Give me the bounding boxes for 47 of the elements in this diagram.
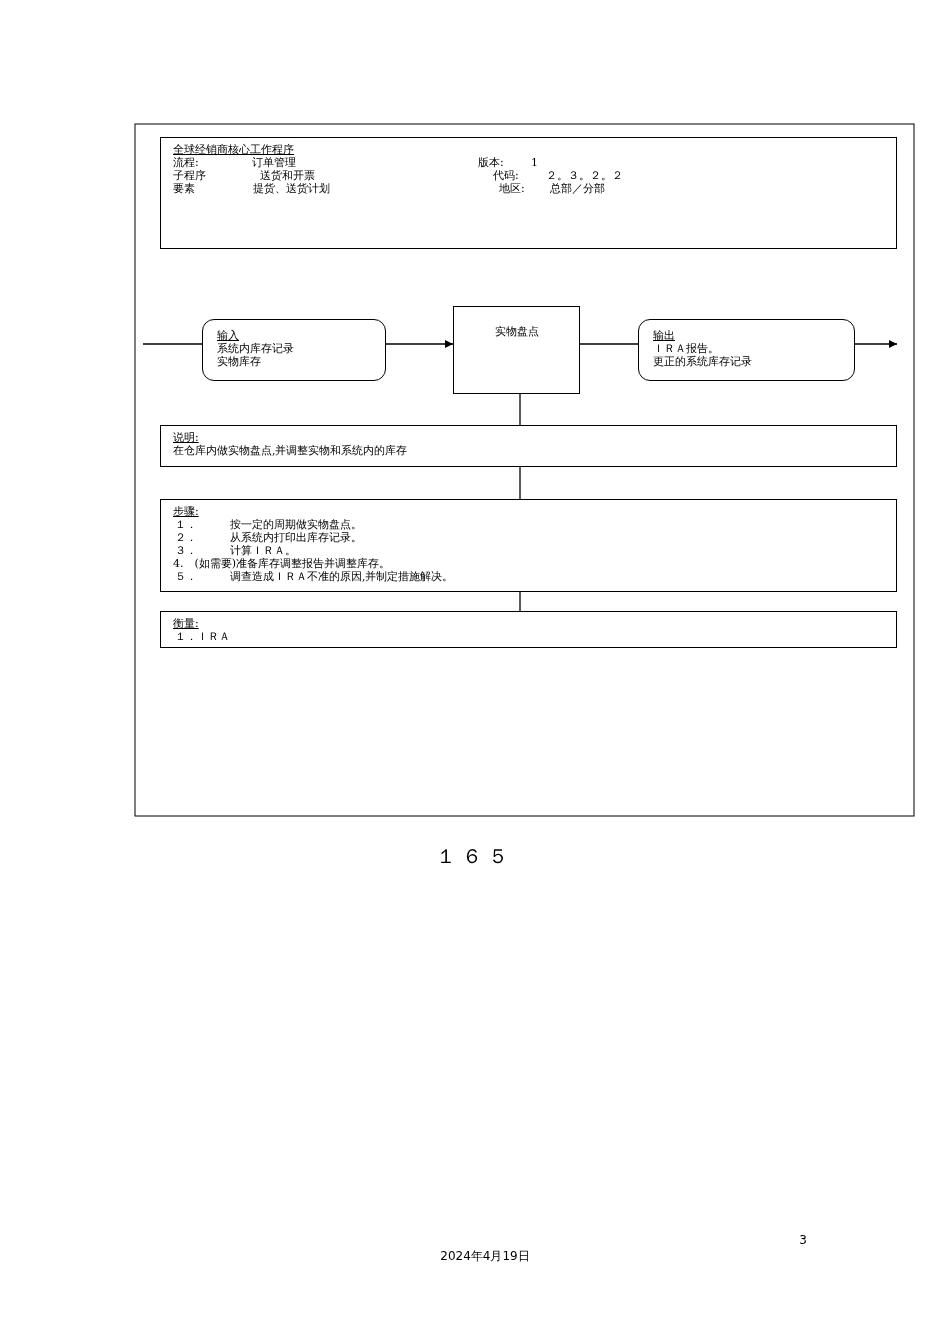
box-text: 系统内库存记录 <box>217 342 294 355</box>
title: 全球经销商核心工作程序 <box>173 143 294 156</box>
connector-line <box>519 591 521 612</box>
connector-line <box>519 393 521 426</box>
box-text: 在仓库内做实物盘点,并调整实物和系统内的库存 <box>173 444 408 457</box>
output-box <box>638 319 855 381</box>
field-value: 总部／分部 <box>550 182 605 195</box>
field-label: 地区: <box>499 182 525 195</box>
field-value: 送货和开票 <box>260 169 315 182</box>
box-label: 实物盘点 <box>493 325 540 338</box>
page-number: １６５ <box>436 843 514 870</box>
field-value: ２。３。２。２ <box>546 169 623 182</box>
box-text: １．ＩＲＡ <box>175 630 230 643</box>
box-text: ＩＲＡ报告。 <box>653 342 719 355</box>
connector-line <box>519 466 521 500</box>
field-label: 代码: <box>493 169 519 182</box>
box-heading: 步骤: <box>173 505 199 518</box>
input-box <box>202 319 386 381</box>
arrow <box>385 340 454 348</box>
steps-box <box>160 499 897 592</box>
box-text: １． 按一定的周期做实物盘点。 <box>175 518 362 531</box>
box-text: ５． 调查造成ＩＲＡ不准的原因,并制定措施解决。 <box>175 570 454 583</box>
field-label: 流程: <box>173 156 199 169</box>
date-text: 2024年4月19日 <box>440 1248 530 1265</box>
box-heading: 输出 <box>653 329 675 342</box>
description-box <box>160 425 897 467</box>
field-value: 1 <box>531 156 538 169</box>
header-box <box>160 137 897 249</box>
field-label: 要素 <box>173 182 195 195</box>
process-box <box>453 306 580 394</box>
field-value: 订单管理 <box>252 156 296 169</box>
box-text: ３． 计算ＩＲＡ。 <box>175 544 296 557</box>
measure-box <box>160 611 897 648</box>
box-text: 实物库存 <box>217 355 261 368</box>
box-heading: 输入 <box>217 329 239 342</box>
page-number: 3 <box>799 1233 807 1247</box>
field-value: 提货、送货计划 <box>253 182 330 195</box>
field-label: 子程序 <box>173 169 206 182</box>
box-text: 更正的系统库存记录 <box>653 355 752 368</box>
arrow <box>854 340 898 348</box>
box-heading: 说明: <box>173 431 199 444</box>
field-label: 版本: <box>478 156 504 169</box>
connector-line <box>142 343 203 345</box>
connector-line <box>579 343 639 345</box>
box-heading: 衡量: <box>173 617 199 630</box>
box-text: 4. (如需要)准备库存调整报告并调整库存。 <box>173 557 391 570</box>
box-text: ２． 从系统内打印出库存记录。 <box>175 531 362 544</box>
